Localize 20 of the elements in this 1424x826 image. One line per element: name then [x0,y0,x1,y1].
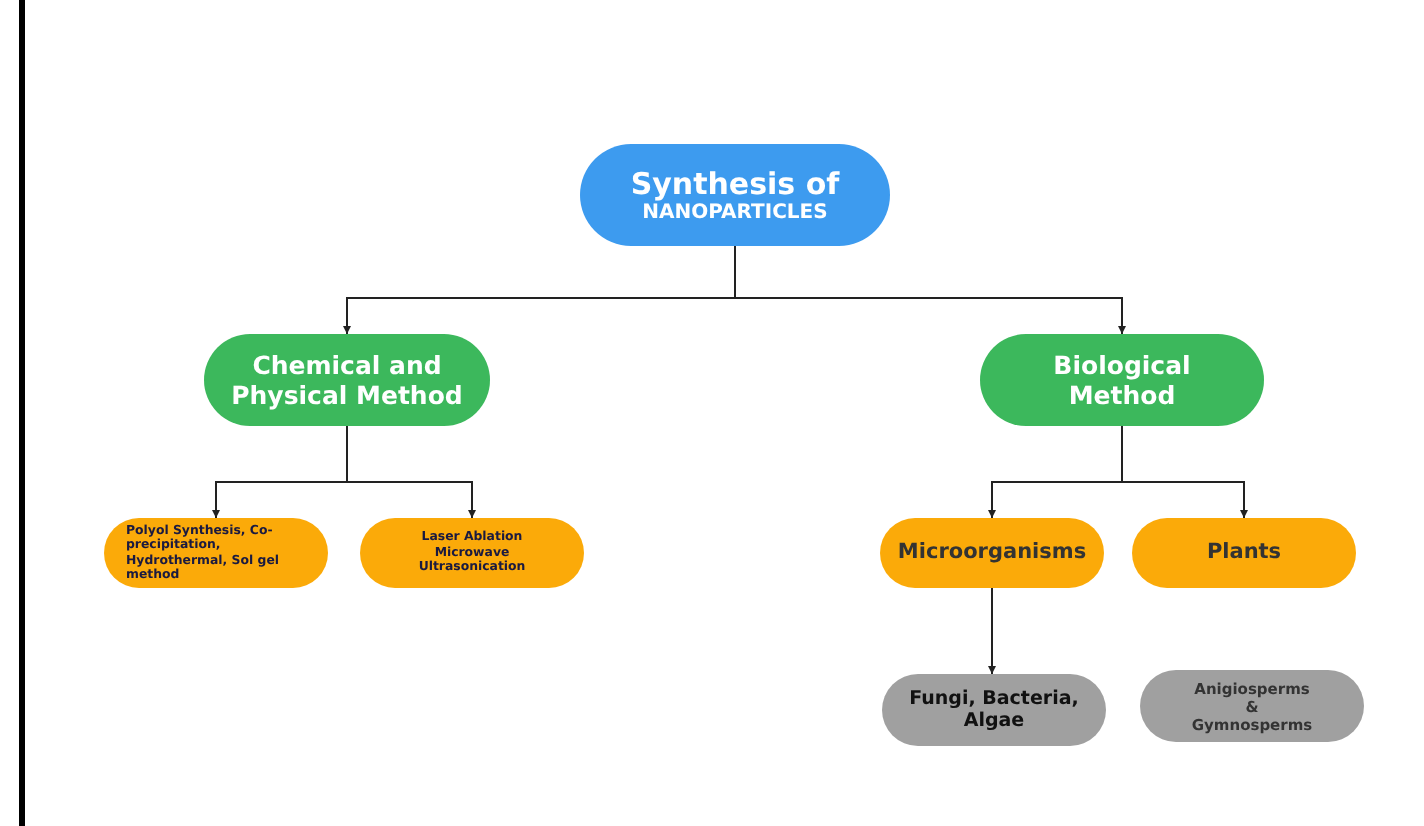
connector-arrow [1121,425,1248,519]
method-pill [360,518,584,588]
node-label: Plants [1204,540,1284,566]
node-subtitle: NANOPARTICLES [642,201,830,225]
method-pill [882,674,1106,746]
connector-arrow [988,587,996,675]
method-pill [880,518,1104,588]
method-pill [980,334,1264,426]
node-label: Biological Method [1051,350,1193,410]
method-pill [1140,670,1364,742]
method-pill [1132,518,1356,588]
node-label: Fungi, Bacteria, Algae [907,687,1081,733]
method-pill [204,334,490,426]
node-label: Microorganisms [895,540,1089,566]
node-label: Synthesis of [628,165,842,201]
connector-arrow [346,425,476,519]
title-pill [580,144,890,246]
connector-arrow [734,245,1126,335]
node-label: Chemical and Physical Method [229,350,465,410]
method-pill [104,518,328,588]
